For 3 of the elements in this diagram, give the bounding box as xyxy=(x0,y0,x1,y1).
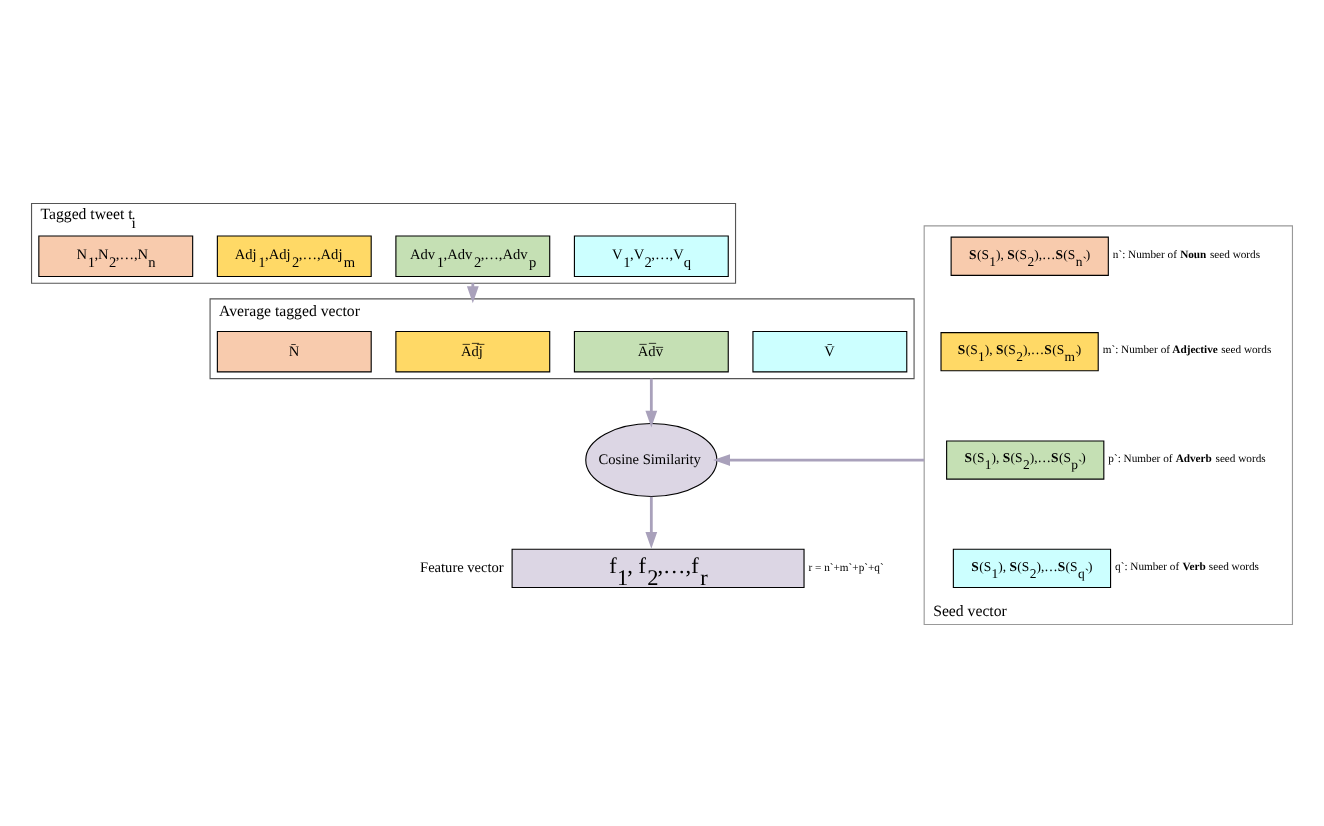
arrow xyxy=(645,377,658,427)
arrow xyxy=(713,453,925,465)
arrow xyxy=(645,495,658,548)
